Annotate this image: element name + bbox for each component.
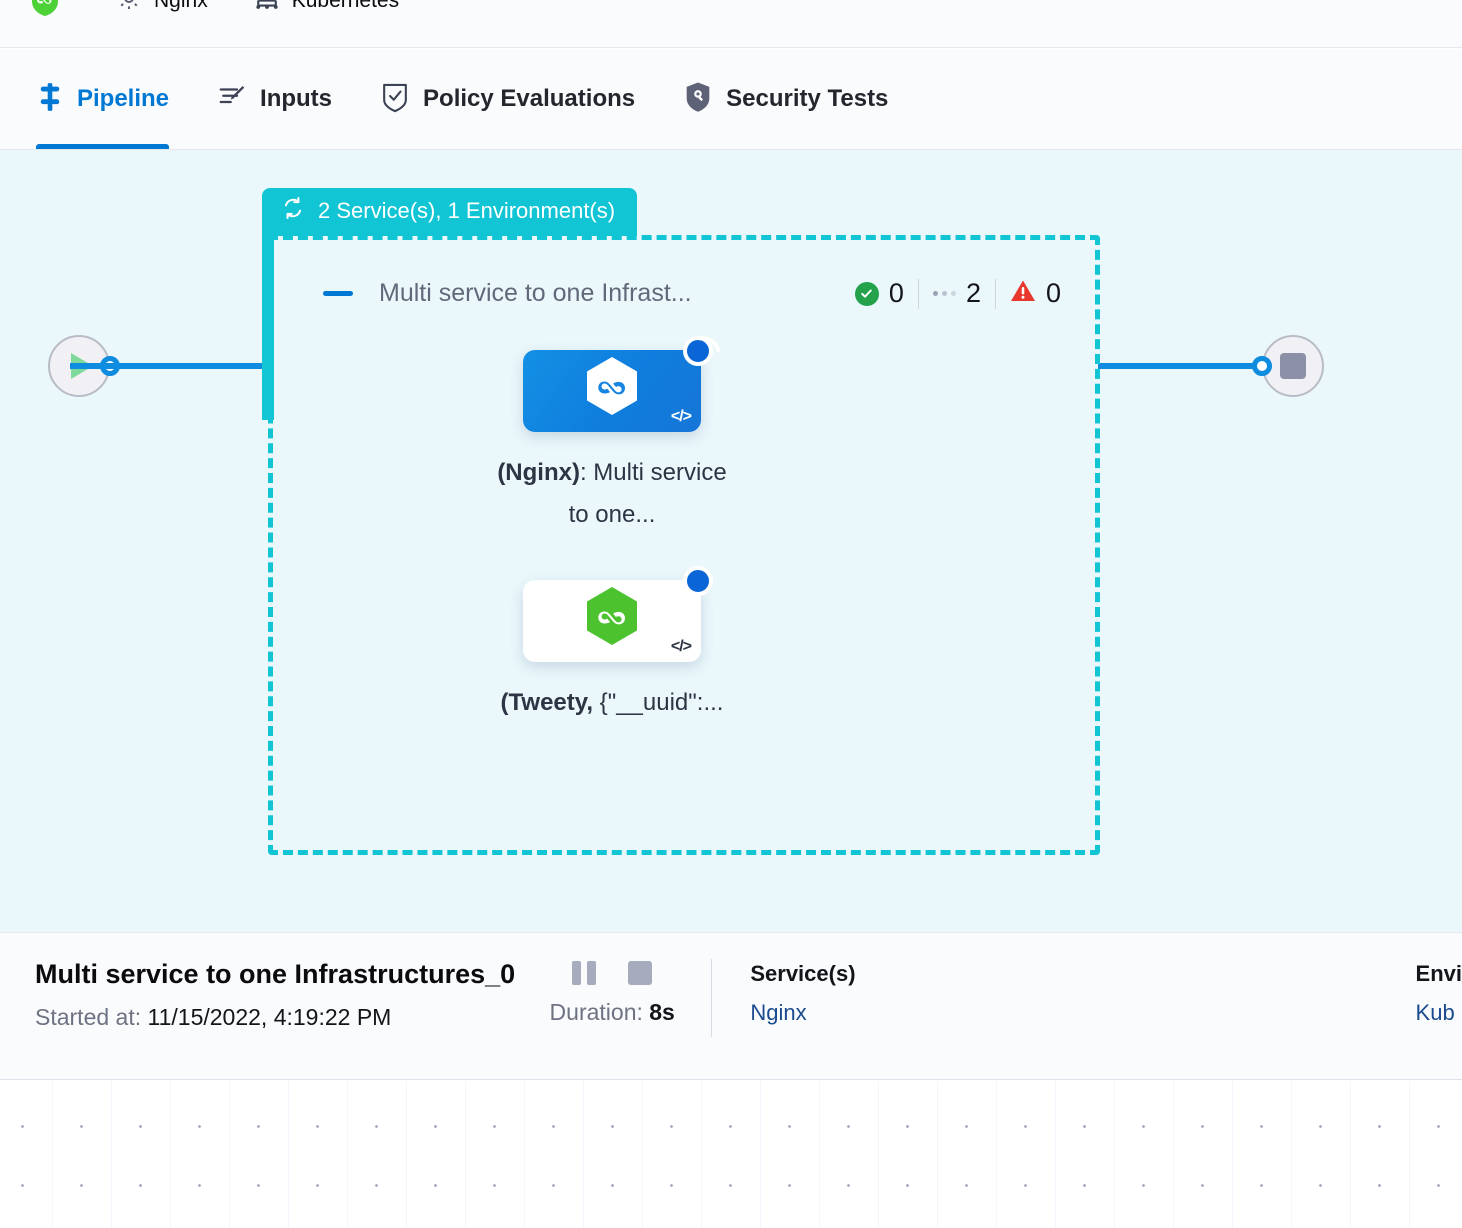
node-label-tweety-bold: (Tweety,	[500, 689, 593, 716]
check-circle-icon	[854, 281, 879, 306]
stat-divider-1	[917, 278, 919, 309]
stat-success: 0	[841, 278, 918, 309]
harness-hexagon-blue-icon	[581, 355, 643, 428]
tab-policy-evaluations[interactable]: Policy Evaluations	[380, 49, 635, 149]
execution-details-panel: Multi service to one Infrastructures_0 S…	[0, 932, 1462, 1080]
stage-group-header-pill[interactable]: 2 Service(s), 1 Environment(s)	[262, 188, 638, 236]
stage-group-title: Multi service to one Infrast...	[379, 279, 692, 307]
stop-icon[interactable]	[628, 961, 653, 985]
service-link-nginx[interactable]: Nginx	[750, 1000, 807, 1025]
policy-shield-check-icon	[380, 81, 410, 118]
warning-triangle-icon	[1010, 279, 1036, 308]
node-card-tweety[interactable]: </>	[523, 566, 713, 662]
pipeline-node-nginx[interactable]: </> (Nginx): Multi service to one...	[497, 336, 727, 536]
stat-success-count: 0	[888, 278, 904, 308]
tab-policy-evaluations-label: Policy Evaluations	[423, 85, 636, 112]
tab-pipeline[interactable]: Pipeline	[36, 49, 170, 149]
node-label-nginx-rest: : Multi service to one...	[568, 459, 727, 528]
pipeline-node-tweety[interactable]: </> (Tweety, {"__uuid":...	[501, 566, 727, 724]
end-node-port[interactable]	[1252, 356, 1272, 376]
pipeline-end-node[interactable]	[1252, 335, 1324, 397]
stat-running: 2	[919, 278, 995, 309]
pause-icon[interactable]	[572, 961, 597, 985]
tab-inputs[interactable]: Inputs	[217, 49, 332, 149]
node-status-running-icon	[683, 566, 713, 596]
stage-group-header-row: Multi service to one Infrast... 0	[273, 240, 1105, 309]
details-divider	[711, 959, 713, 1037]
tab-security-tests[interactable]: Security Tests	[683, 49, 888, 149]
gear-icon	[114, 0, 144, 18]
breadcrumb-item-kubernetes[interactable]: Kubernetes	[252, 0, 399, 18]
duration-value: 8s	[649, 999, 675, 1025]
group-left-accent-bar	[262, 230, 274, 420]
kubernetes-icon	[252, 0, 282, 18]
duration: Duration: 8s	[550, 999, 675, 1026]
tab-bar: Pipeline Inputs Policy Evaluations	[0, 49, 1462, 150]
details-controls: Duration: 8s	[519, 959, 705, 1026]
started-at-label: Started at:	[35, 1004, 142, 1030]
edge-group-to-end	[1098, 363, 1273, 369]
stage-group-container[interactable]: Multi service to one Infrast... 0	[268, 235, 1100, 855]
stat-failed: 0	[996, 278, 1075, 309]
stage-group-stats: 0 2	[841, 278, 1075, 309]
breadcrumb: Nginx Kubernetes	[0, 0, 1462, 48]
shield-hexagon-logo-icon	[30, 0, 60, 22]
breadcrumb-label-kubernetes: Kubernetes	[291, 0, 400, 12]
node-label-tweety-rest: {"__uuid":...	[599, 689, 724, 716]
stage-group-header-label: 2 Service(s), 1 Environment(s)	[318, 198, 616, 223]
duration-label: Duration:	[549, 999, 643, 1025]
page-title: Multi service to one Infrastructures_0	[35, 959, 516, 989]
stat-divider-2	[994, 278, 996, 309]
details-environments: Envi Kub	[1416, 959, 1462, 1026]
code-icon[interactable]: </>	[670, 638, 692, 655]
loop-repeat-icon	[280, 195, 306, 227]
node-label-tweety: (Tweety, {"__uuid":...	[497, 682, 727, 724]
started-at-value: 11/15/2022, 4:19:22 PM	[147, 1004, 392, 1030]
details-services: Service(s) Nginx	[750, 959, 855, 1026]
ellipsis-dots-icon	[932, 291, 956, 296]
inputs-icon	[217, 82, 247, 117]
breadcrumb-item-logo[interactable]	[30, 0, 70, 22]
collapse-dash-icon[interactable]	[323, 291, 353, 296]
breadcrumb-label-nginx: Nginx	[154, 0, 208, 12]
services-heading: Service(s)	[750, 961, 856, 986]
node-status-running-icon	[683, 336, 713, 366]
harness-hexagon-green-icon	[581, 585, 643, 658]
code-icon[interactable]: </>	[670, 408, 692, 425]
security-shield-icon	[683, 81, 713, 118]
stat-failed-count: 0	[1045, 278, 1061, 308]
tab-inputs-label: Inputs	[260, 85, 333, 112]
node-label-nginx-bold: (Nginx)	[497, 459, 580, 486]
environments-heading: Envi	[1415, 961, 1462, 986]
canvas-grid-background[interactable]	[0, 1081, 1462, 1228]
details-left: Multi service to one Infrastructures_0 S…	[0, 959, 519, 1031]
node-card-nginx[interactable]: </>	[523, 336, 713, 432]
edge-start-to-group	[70, 363, 265, 369]
pipeline-icon	[36, 82, 64, 117]
started-at: Started at: 11/15/2022, 4:19:22 PM	[35, 1004, 519, 1031]
breadcrumb-item-nginx[interactable]: Nginx	[114, 0, 208, 18]
execution-controls	[572, 961, 653, 985]
pipeline-canvas[interactable]: Multi service to one Infrast... 0	[0, 150, 1462, 932]
tab-security-tests-label: Security Tests	[726, 85, 889, 112]
stat-running-count: 2	[965, 278, 981, 308]
environment-link-kubernetes[interactable]: Kub	[1415, 1000, 1455, 1025]
stage-group-header[interactable]: 2 Service(s), 1 Environment(s)	[262, 188, 638, 236]
tab-pipeline-label: Pipeline	[77, 85, 170, 112]
stop-square-icon	[1280, 353, 1306, 379]
node-label-nginx: (Nginx): Multi service to one...	[497, 452, 727, 536]
